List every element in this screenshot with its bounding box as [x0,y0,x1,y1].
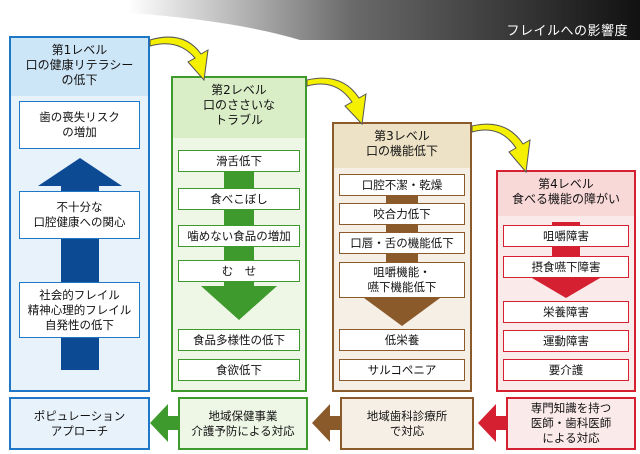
level-3-item: 咀嚼機能・嚥下機能低下 [339,262,465,298]
level-2-item: 食欲低下 [178,359,300,381]
level-4-item: 咀嚼障害 [503,225,629,247]
level-3-approach: 地域歯科診療所で対応 [340,397,474,450]
level-1-item: 社会的フレイル精神心理的フレイル自発性の低下 [19,282,140,338]
bottom-arrow-3-2 [312,404,340,442]
level-3-item: 低栄養 [339,329,465,351]
level-4-title-line: 第4レベル [538,177,594,191]
connector-arrow-2-3 [306,77,367,126]
level-1-up-arrow [38,158,122,370]
level-4-item: 要介護 [503,359,629,381]
level-2-title-line: トラブル [214,113,263,127]
level-3-item: 口腔不潔・乾燥 [339,174,465,196]
connector-arrow-1-2 [149,36,209,82]
level-1-title-line: 口の健康リテラシー [25,58,134,72]
level-1-item: 歯の喪失リスクの増加 [19,101,140,149]
level-2-approach: 地域保健事業介護予防による対応 [178,397,308,450]
level-3-title-line: 第3レベル [374,129,430,143]
level-3-item: 口唇・舌の機能低下 [339,232,465,254]
level-2-item: 噛めない食品の増加 [178,225,300,247]
level-1-header: 第1レベル 口の健康リテラシー の低下 [11,38,148,96]
header-banner [0,0,640,40]
level-3-header: 第3レベル 口の機能低下 [334,124,470,168]
page-title: フレイルへの影響度 [506,24,628,39]
connector-arrow-3-4 [471,123,531,174]
level-4-item: 運動障害 [503,330,629,352]
level-1-title-line: の低下 [61,73,98,87]
level-4-approach: 専門知識を持つ医師・歯科医師による対応 [506,397,636,450]
level-4-item: 摂食嚥下障害 [503,256,629,278]
level-3-item: サルコペニア [339,359,465,381]
level-2-item: 滑舌低下 [178,150,300,172]
level-3-item: 咬合力低下 [339,203,465,225]
level-4-item: 栄養障害 [503,301,629,323]
level-2-header: 第2レベル 口のささいな トラブル [173,78,305,138]
bottom-arrow-2-1 [150,404,178,442]
level-1-item: 不十分な口腔健康への関心 [19,191,140,239]
level-2-item: 食品多様性の低下 [178,329,300,351]
bottom-arrow-4-3 [478,404,506,442]
level-2-item: 食べこぼし [178,188,300,210]
level-3-title-line: 口の機能低下 [365,144,438,158]
level-4-title-line: 食べる機能の障がい [511,192,620,206]
level-1-title-line: 第1レベル [51,43,108,57]
level-2-title-line: 第2レベル [211,83,267,97]
level-2-item: む せ [178,260,300,282]
level-4-header: 第4レベル 食べる機能の障がい [498,172,634,216]
level-2-title-line: 口のささいな [202,98,275,112]
level-1-approach: ポピュレーションアプローチ [9,397,150,450]
